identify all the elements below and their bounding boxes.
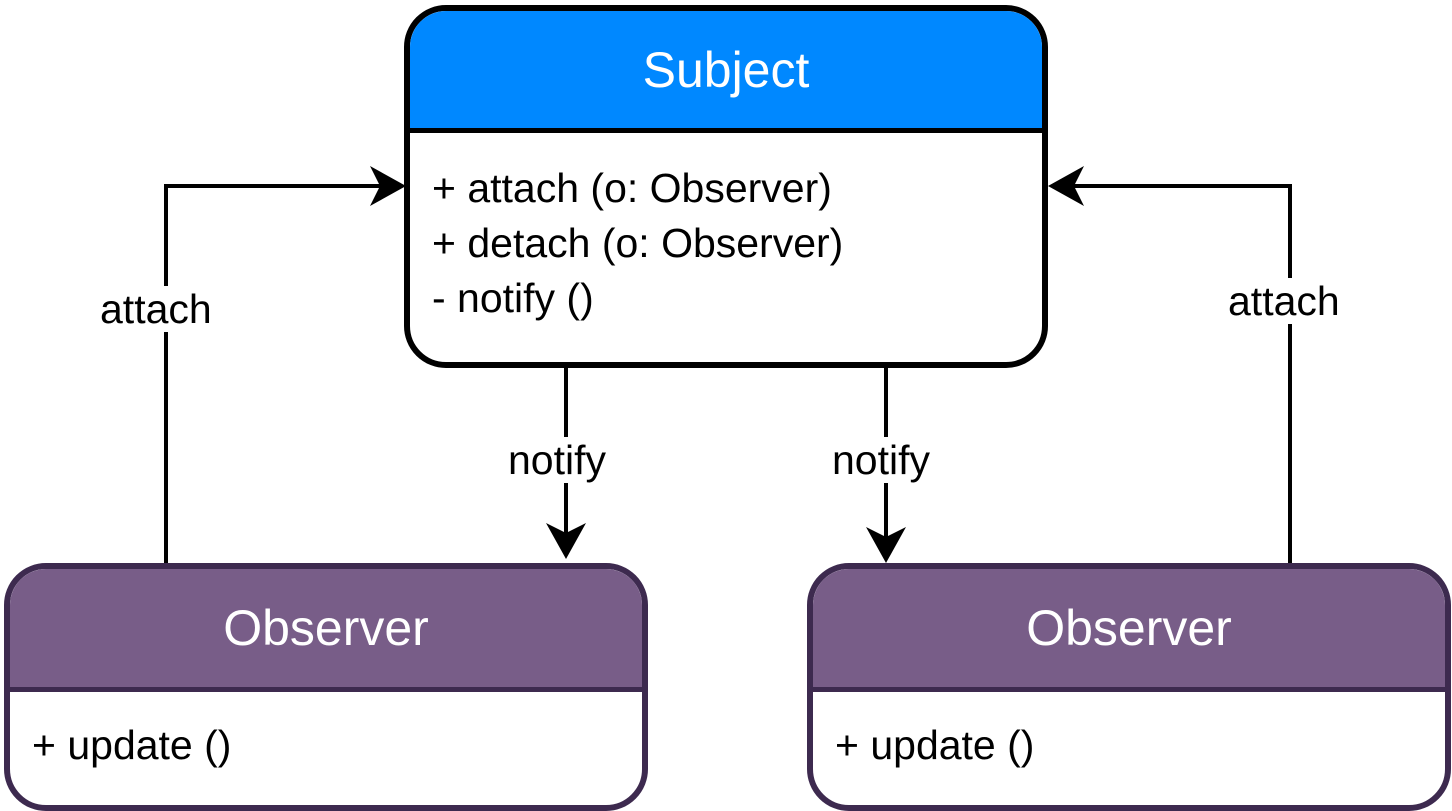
- subject-methods: + attach (o: Observer) + detach (o: Obse…: [410, 133, 1042, 326]
- subject-method-notify: - notify (): [432, 275, 594, 321]
- subject-class-box[interactable]: Subject + attach (o: Observer) + detach …: [404, 5, 1048, 368]
- observer-right-class-title: Observer: [813, 569, 1445, 692]
- notify-left-arrowhead: [546, 523, 586, 559]
- observer-class-box-right[interactable]: Observer + update (): [807, 563, 1451, 811]
- subject-method-attach: + attach (o: Observer): [432, 165, 832, 211]
- notify-right-label: notify: [830, 437, 932, 483]
- observer-left-methods: + update (): [10, 692, 642, 773]
- attach-right-connector: [1062, 184, 1292, 563]
- observer-class-box-left[interactable]: Observer + update (): [4, 563, 648, 811]
- attach-right-arrowhead: [1048, 166, 1084, 206]
- attach-left-connector: [164, 184, 392, 563]
- notify-left-label: notify: [506, 437, 608, 483]
- observer-left-class-title: Observer: [10, 569, 642, 692]
- subject-method-detach: + detach (o: Observer): [432, 220, 844, 266]
- observer-left-method-update: + update (): [32, 722, 232, 768]
- subject-class-title: Subject: [410, 11, 1042, 133]
- attach-right-label: attach: [1226, 278, 1342, 324]
- notify-right-arrowhead: [866, 527, 906, 563]
- observer-right-method-update: + update (): [835, 722, 1035, 768]
- attach-left-arrowhead: [370, 166, 406, 206]
- observer-right-methods: + update (): [813, 692, 1445, 773]
- attach-left-label: attach: [98, 286, 214, 332]
